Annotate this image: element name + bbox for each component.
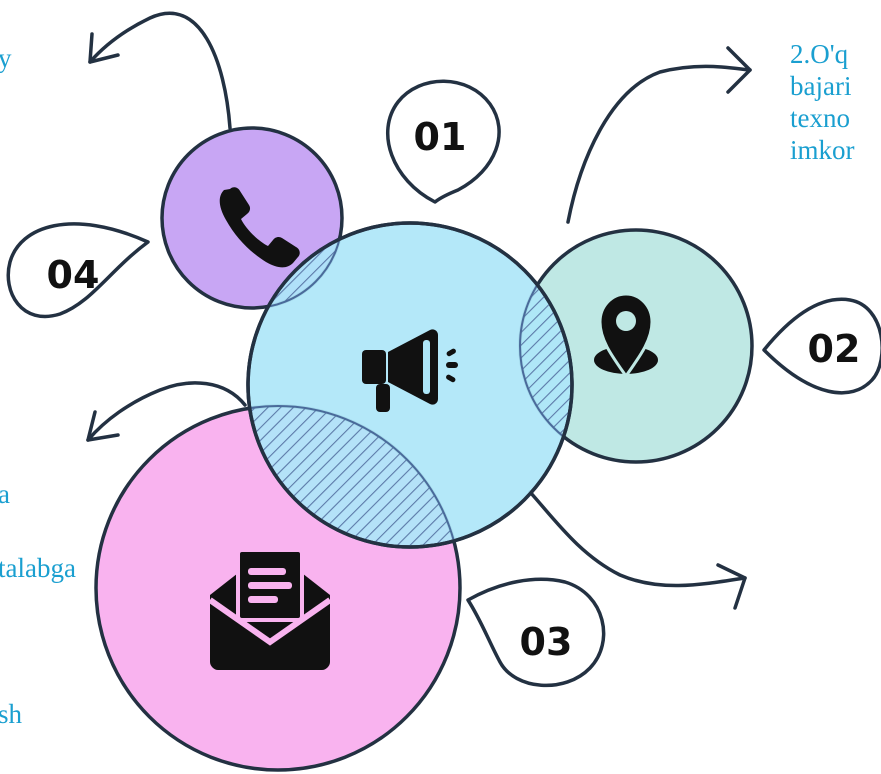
phone-icon [219,187,300,268]
purple-circle [160,126,344,310]
arrow-top-right [566,64,752,224]
text-fragment-top-right: 2.O'q bajari texno imkor [790,39,855,165]
text-fragment-left-1: a [0,479,10,509]
mail-envelope-icon [208,548,332,670]
text-fragment-top-left: y [0,43,12,73]
arrow-top-left [88,11,232,130]
location-pin-icon [594,292,658,379]
label-01: 01 [414,115,467,159]
label-02: 02 [808,327,861,371]
text-fragment-left-3: sh [0,699,23,729]
megaphone-icon [362,329,458,412]
label-03: 03 [520,620,573,664]
text-fragment-left-2: talabga [0,553,76,583]
arrow-bottom-right [528,490,747,588]
label-04: 04 [47,253,100,297]
arrow-left [86,381,247,442]
bubble-02: 02 [762,297,881,395]
bubble-01: 01 [386,79,501,204]
bubble-04: 04 [6,222,150,319]
bubble-03: 03 [466,577,606,688]
